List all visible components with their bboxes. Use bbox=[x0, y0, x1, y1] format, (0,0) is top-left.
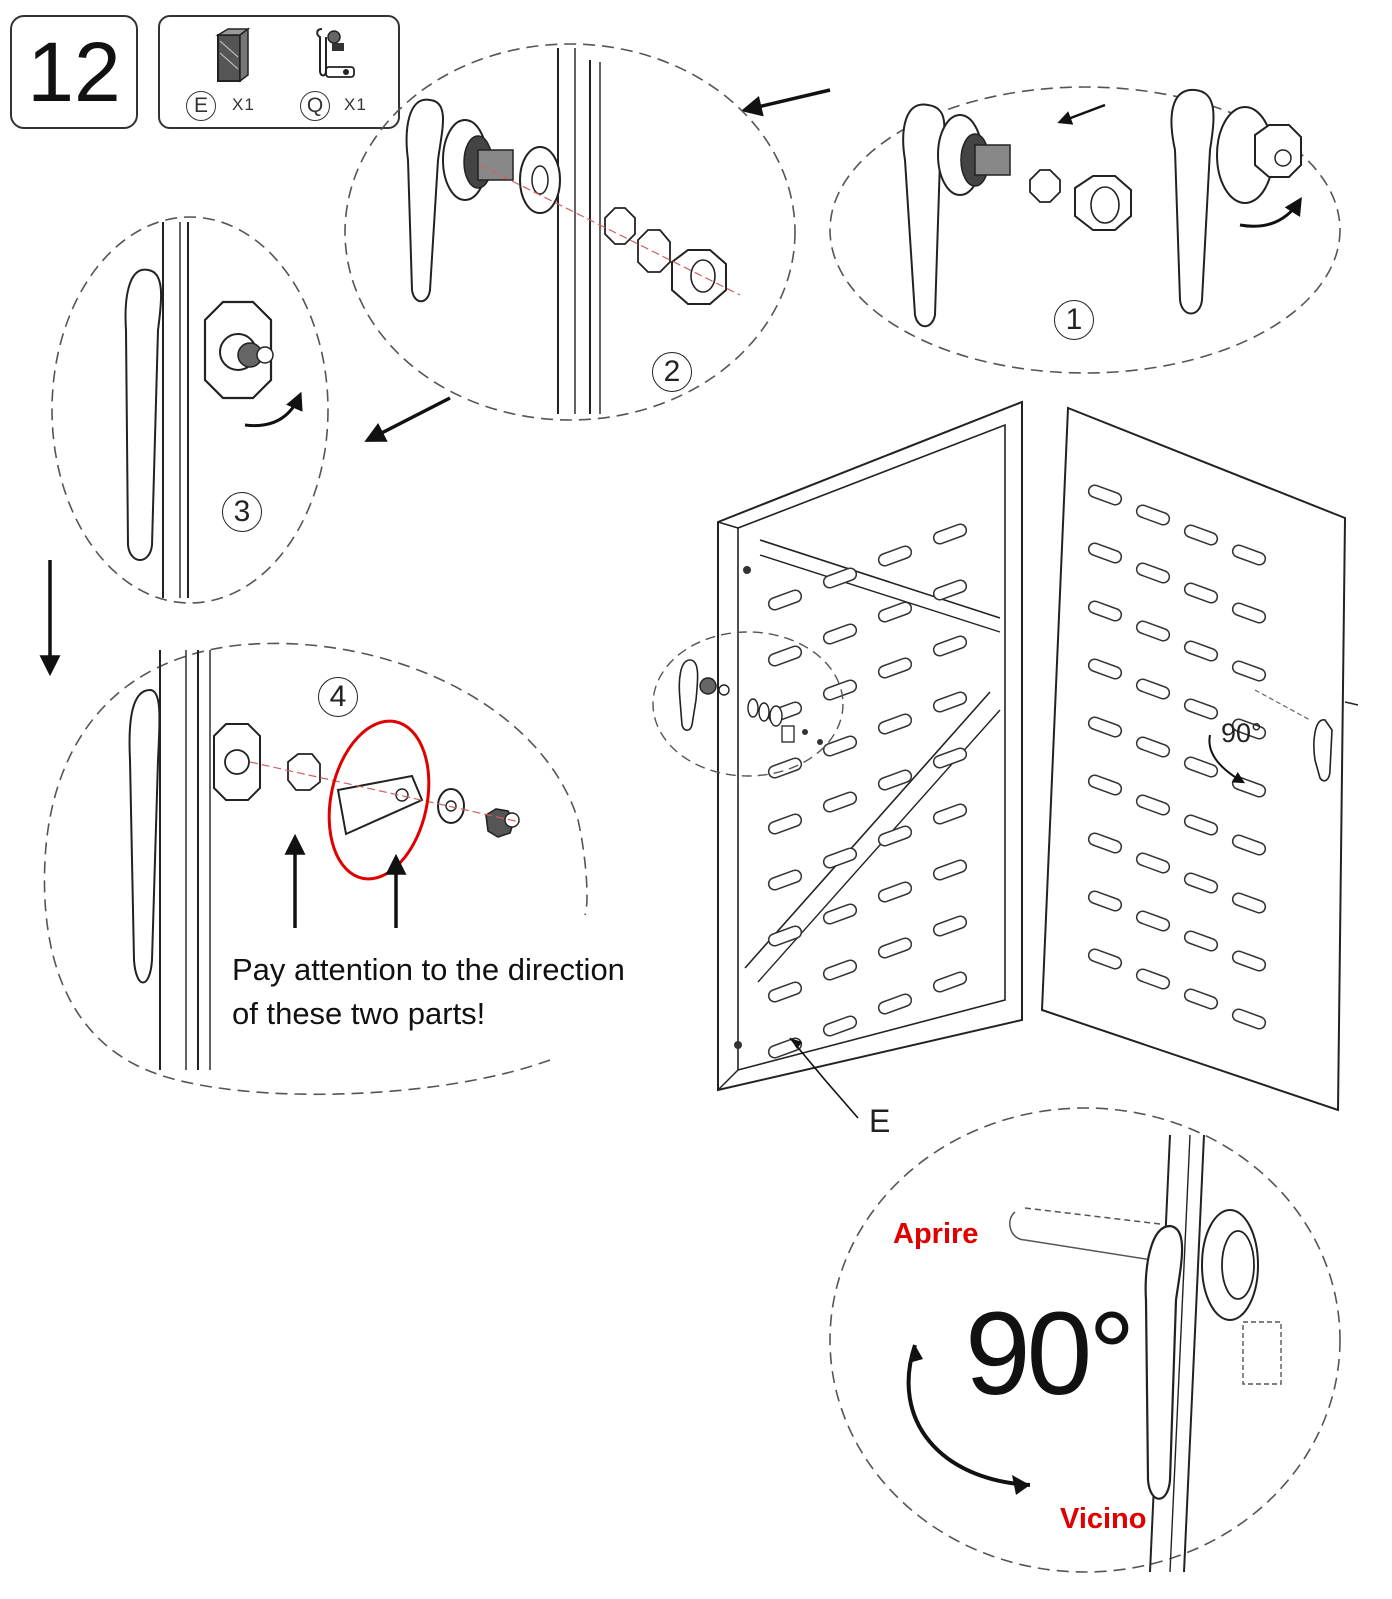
vent-slot bbox=[1231, 950, 1267, 972]
vent-slot bbox=[1087, 600, 1123, 622]
vent-slot bbox=[767, 813, 803, 835]
vent-slot bbox=[822, 847, 858, 869]
vent-slot bbox=[1087, 658, 1123, 680]
big-rotation-angle: 90° bbox=[965, 1288, 1135, 1420]
vent-slot bbox=[1183, 988, 1219, 1010]
vent-slot bbox=[1087, 832, 1123, 854]
vent-slot bbox=[1087, 542, 1123, 564]
vent-slot bbox=[822, 1015, 858, 1037]
vent-slot bbox=[1183, 640, 1219, 662]
step-number: 12 bbox=[27, 25, 121, 119]
vent-slot bbox=[1135, 968, 1171, 990]
vent-slot bbox=[877, 825, 913, 847]
highlight-ellipse bbox=[327, 719, 431, 881]
vent-slot bbox=[822, 567, 858, 589]
vent-slot bbox=[1183, 814, 1219, 836]
vent-slot bbox=[1087, 890, 1123, 912]
vent-slot bbox=[932, 523, 968, 545]
vent-slot bbox=[767, 645, 803, 667]
vent-slot bbox=[1135, 504, 1171, 526]
vent-slot bbox=[1231, 660, 1267, 682]
vent-slot bbox=[1183, 524, 1219, 546]
vent-slot bbox=[932, 915, 968, 937]
vent-slot bbox=[1135, 736, 1171, 758]
vent-slot bbox=[1231, 834, 1267, 856]
vent-slot bbox=[1183, 698, 1219, 720]
substep-1-number: 1 bbox=[1054, 300, 1094, 340]
detail-bubble-3 bbox=[51, 216, 329, 604]
vent-slot bbox=[1183, 756, 1219, 778]
vent-slot bbox=[822, 791, 858, 813]
vent-slot bbox=[767, 925, 803, 947]
vent-slot bbox=[1231, 1008, 1267, 1030]
close-label: Vicino bbox=[1060, 1503, 1147, 1535]
vent-slot bbox=[1183, 582, 1219, 604]
vent-slot bbox=[877, 993, 913, 1015]
vent-slot bbox=[1135, 910, 1171, 932]
detail-bubble-4 bbox=[43, 642, 588, 1096]
vent-slot bbox=[1183, 930, 1219, 952]
part-q-quantity: X1 bbox=[344, 95, 367, 114]
step-number-box: 12 bbox=[10, 15, 138, 129]
vent-slot bbox=[932, 859, 968, 881]
part-e-quantity: X1 bbox=[232, 95, 255, 114]
vent-slot bbox=[877, 657, 913, 679]
vent-slot bbox=[767, 869, 803, 891]
vent-slot bbox=[877, 881, 913, 903]
vent-slot bbox=[822, 623, 858, 645]
detail-bubble-1 bbox=[829, 86, 1341, 374]
vent-slot bbox=[1087, 484, 1123, 506]
substep-2-number: 2 bbox=[652, 352, 692, 392]
detail-bubble-2 bbox=[344, 43, 796, 421]
substep-3-number: 3 bbox=[222, 492, 262, 532]
vent-slot bbox=[1231, 602, 1267, 624]
vent-slot bbox=[1087, 948, 1123, 970]
vent-slot bbox=[877, 937, 913, 959]
door-assembly bbox=[652, 400, 1359, 1119]
vent-slot bbox=[1135, 620, 1171, 642]
vent-slot bbox=[932, 579, 968, 601]
part-e-letter: E bbox=[186, 91, 216, 121]
vent-slot bbox=[877, 769, 913, 791]
vent-slot bbox=[1087, 716, 1123, 738]
vent-slot bbox=[1135, 562, 1171, 584]
panel-icon bbox=[215, 27, 251, 83]
part-q-letter: Q bbox=[300, 91, 330, 121]
vent-slot bbox=[767, 981, 803, 1003]
rotation-detail-bubble bbox=[829, 1107, 1341, 1573]
lock-handle-icon bbox=[316, 28, 355, 78]
vent-slot bbox=[877, 601, 913, 623]
open-label: Aprire bbox=[893, 1218, 979, 1250]
vent-slot bbox=[1231, 718, 1267, 740]
part-e-callout: E bbox=[869, 1103, 891, 1139]
parts-list-box: E X1 Q X1 bbox=[158, 15, 400, 129]
vent-slot bbox=[932, 803, 968, 825]
small-rotation-angle: 90° bbox=[1221, 718, 1262, 748]
vent-slot bbox=[1183, 872, 1219, 894]
vent-slot bbox=[877, 713, 913, 735]
vent-slot bbox=[822, 959, 858, 981]
vent-slot bbox=[767, 589, 803, 611]
vent-slot bbox=[1087, 774, 1123, 796]
note-line-1: Pay attention to the direction bbox=[232, 952, 625, 987]
vent-slot bbox=[1135, 678, 1171, 700]
vent-slot bbox=[932, 971, 968, 993]
vent-slot bbox=[932, 635, 968, 657]
vent-slot bbox=[822, 903, 858, 925]
vent-slot bbox=[932, 691, 968, 713]
vent-slot bbox=[1135, 852, 1171, 874]
note-line-2: of these two parts! bbox=[232, 996, 486, 1031]
substep-4-number: 4 bbox=[318, 677, 358, 717]
vent-slot bbox=[1231, 892, 1267, 914]
vent-slot bbox=[1231, 544, 1267, 566]
vent-slot bbox=[932, 747, 968, 769]
vent-slot bbox=[1135, 794, 1171, 816]
vent-slot bbox=[822, 735, 858, 757]
direction-warning-note: Pay attention to the direction of these … bbox=[232, 948, 712, 1036]
vent-slot bbox=[877, 545, 913, 567]
